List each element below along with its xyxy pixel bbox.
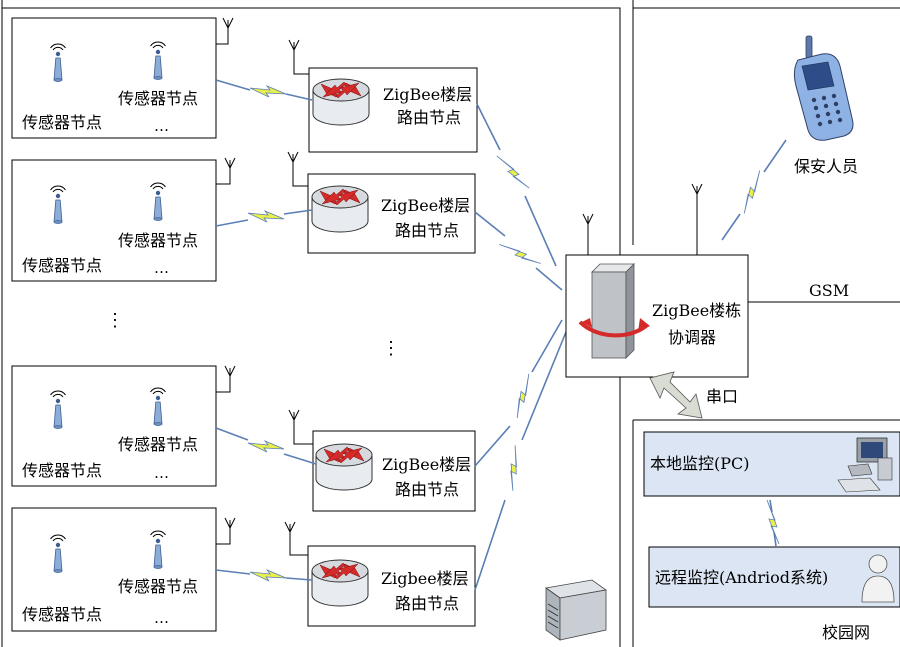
router-box-1: ZigBee楼层 路由节点 [288, 39, 478, 153]
antenna-icon [288, 409, 300, 427]
sensor-node-label: 传感器节点 [118, 231, 198, 250]
coordinator-label-line2: 协调器 [668, 328, 716, 347]
router-box-3: ZigBee楼层 路由节点 [288, 409, 476, 512]
sensor-group-3: 传感器节点 传感器节点 … [11, 365, 217, 487]
antenna-icon [224, 157, 236, 175]
sensor-node-label: 传感器节点 [22, 605, 102, 624]
router-label-line2: 路由节点 [395, 480, 459, 499]
user-avatar-icon [861, 554, 895, 603]
router-box-4: Zigbee楼层 路由节点 [284, 521, 476, 627]
gsm-label: GSM [809, 281, 849, 300]
router-label-line1: Zigbee楼层 [381, 569, 469, 588]
mobile-phone-icon [793, 35, 854, 141]
router-label-line1: ZigBee楼层 [381, 196, 470, 215]
server-icon [544, 579, 608, 641]
serial-port-label: 串口 [706, 387, 738, 406]
router-label-line1: ZigBee楼层 [383, 85, 472, 104]
router-label-line2: 路由节点 [395, 221, 459, 240]
sensor-node-label: 传感器节点 [118, 577, 198, 596]
sensor-node-label: 传感器节点 [118, 89, 198, 108]
sensor-node-label: 传感器节点 [22, 113, 102, 132]
sensor-group-1: 传感器节点 传感器节点 … [11, 17, 217, 139]
gsm-wireless-bolt [734, 170, 770, 214]
sensor-group-2: 传感器节点 传感器节点 … [11, 159, 217, 282]
local-monitor-panel: 本地监控(PC) [643, 431, 900, 497]
antenna-icon [691, 183, 703, 201]
antenna-icon [288, 39, 300, 57]
router-icon [311, 559, 369, 607]
sensor-node-label: 传感器节点 [22, 256, 102, 275]
coordinator-icon [578, 263, 650, 359]
sensor-router-links [215, 79, 317, 582]
coordinator-box: ZigBee楼栋 协调器 [565, 213, 749, 378]
router-icon [311, 185, 369, 233]
serial-double-arrow [649, 371, 703, 419]
router-box-2: ZigBee楼层 路由节点 [287, 151, 476, 254]
local-monitor-label: 本地监控(PC) [650, 454, 750, 473]
security-staff-label: 保安人员 [794, 157, 858, 176]
router-icon [315, 443, 373, 491]
remote-monitor-panel: 远程监控(Andriod系统) [648, 546, 900, 608]
remote-monitor-label: 远程监控(Andriod系统) [655, 568, 828, 587]
antenna-icon [222, 17, 234, 35]
antenna-icon [582, 213, 594, 231]
ellipsis: … [154, 117, 169, 135]
campus-wireless-bolt [766, 499, 780, 545]
ellipsis: … [154, 609, 169, 627]
antenna-icon [287, 151, 299, 169]
ellipsis: … [154, 259, 169, 277]
antenna-icon [224, 365, 236, 383]
antenna-icon [284, 521, 296, 539]
desktop-computer-icon [837, 437, 893, 493]
vertical-ellipsis: ⋮ [106, 310, 124, 331]
antenna-icon [224, 517, 236, 535]
router-icon [312, 78, 370, 126]
router-label-line1: ZigBee楼层 [382, 455, 471, 474]
router-label-line2: 路由节点 [395, 594, 459, 613]
vertical-ellipsis: ⋮ [382, 338, 400, 359]
sensor-node-label: 传感器节点 [118, 435, 198, 454]
router-label-line2: 路由节点 [397, 108, 461, 127]
campus-network-label: 校园网 [822, 623, 870, 642]
ellipsis: … [154, 464, 169, 482]
sensor-group-4: 传感器节点 传感器节点 … [11, 507, 217, 632]
sensor-node-label: 传感器节点 [22, 461, 102, 480]
building-region-border [2, 7, 621, 647]
coordinator-label-line1: ZigBee楼栋 [652, 301, 741, 320]
router-coordinator-links [474, 103, 567, 591]
